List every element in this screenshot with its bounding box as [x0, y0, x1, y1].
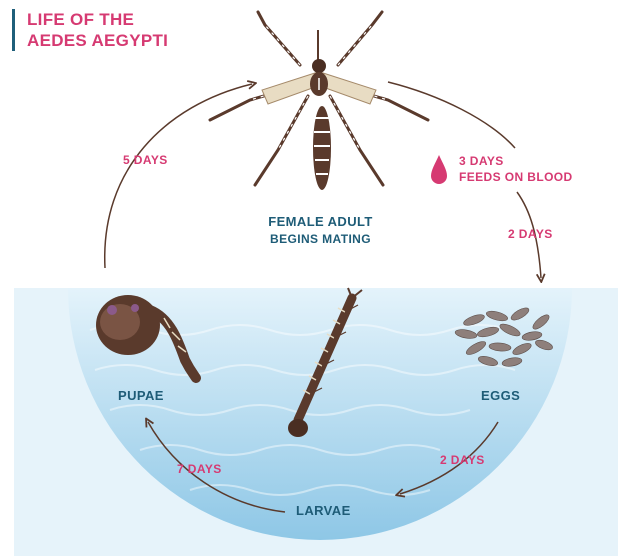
duration-larvae-to-pupae: 7 DAYS — [177, 462, 222, 476]
feeds-text: FEEDS ON BLOOD — [459, 170, 573, 184]
adult-line-1: FEMALE ADULT — [258, 215, 383, 229]
diagram-title: LIFE OF THE AEDES AEGYPTI — [12, 9, 168, 51]
blood-drop-icon — [431, 155, 447, 184]
eggs-label: EGGS — [481, 389, 520, 403]
larvae-label: LARVAE — [296, 504, 351, 518]
title-line-1: LIFE OF THE — [27, 9, 168, 30]
duration-blood-to-eggs: 2 DAYS — [508, 227, 553, 241]
arrow-adult-to-blood — [388, 82, 515, 148]
mosquito-icon — [210, 12, 428, 190]
duration-eggs-to-larvae: 2 DAYS — [440, 453, 485, 467]
feeds-days: 3 DAYS — [459, 154, 573, 168]
duration-pupae-to-adult: 5 DAYS — [123, 153, 168, 167]
pupae-label: PUPAE — [118, 389, 164, 403]
female-adult-label: FEMALE ADULT BEGINS MATING — [258, 215, 383, 246]
title-line-2: AEDES AEGYPTI — [27, 30, 168, 51]
adult-line-2: BEGINS MATING — [258, 232, 383, 246]
feeds-on-blood-label: 3 DAYS FEEDS ON BLOOD — [459, 154, 573, 184]
